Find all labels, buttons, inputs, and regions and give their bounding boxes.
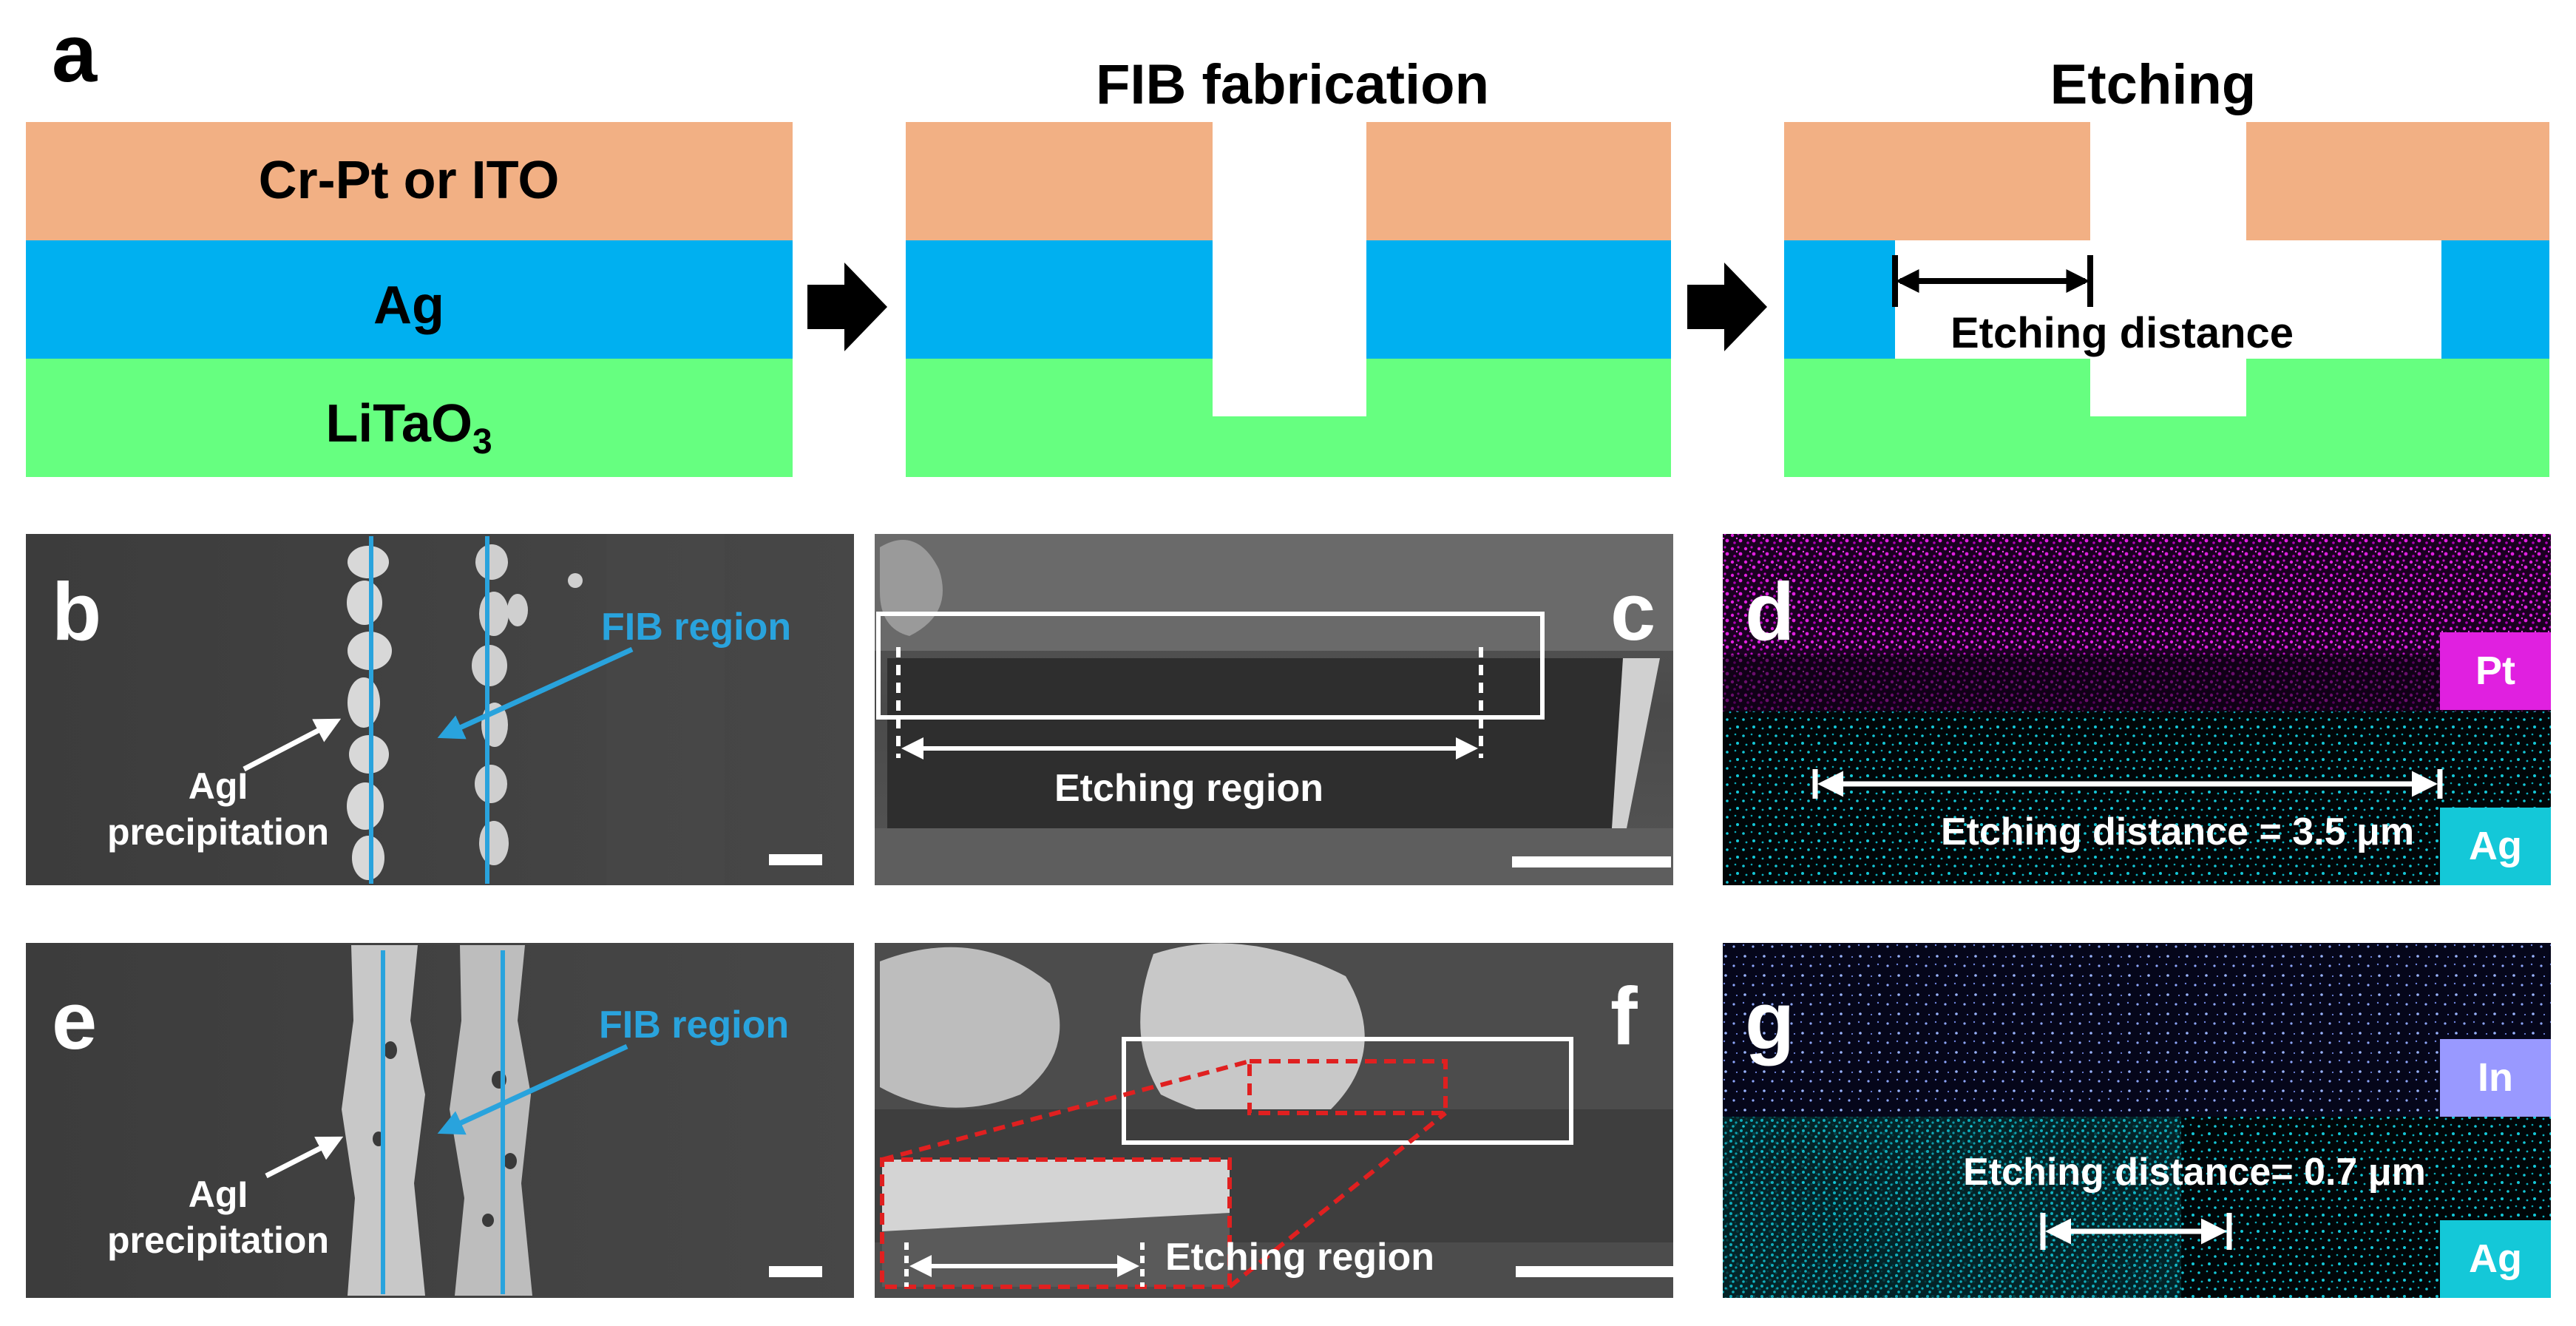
agi-pointer-arrow — [265, 1136, 344, 1179]
sem-image-b — [26, 534, 854, 885]
agi-precipitate-band-2 — [450, 945, 532, 1296]
sem-band-b — [606, 534, 725, 885]
panel-e-label: e — [52, 975, 97, 1066]
badge-in-label: In — [2478, 1055, 2513, 1100]
sem-mound-2 — [1140, 943, 1365, 1121]
silver-layer — [26, 240, 793, 359]
electrode-layer-right — [1366, 122, 1671, 240]
badge-pt-label: Pt — [2475, 649, 2515, 693]
sem-trench-wall-c — [1612, 658, 1660, 828]
badge-in — [2440, 1039, 2551, 1117]
eds-map-ag — [1723, 711, 2551, 885]
panel-e-precip-line2: precipitation — [107, 1220, 329, 1261]
etch-distance-label: Etching distance — [1950, 309, 2294, 357]
panel-g-label: g — [1745, 975, 1794, 1066]
panel-g: g In Ag Etching distance= 0.7 μm — [1723, 943, 2551, 1298]
fib-pointer-arrow — [437, 646, 634, 740]
silver-layer-right — [2441, 240, 2549, 359]
substrate-layer-label: LiTaO3 — [325, 394, 492, 461]
panel-f-region-label: Etching region — [1165, 1236, 1434, 1279]
substrate-layer — [26, 359, 793, 477]
process-arrow-2 — [1687, 263, 1767, 351]
panel-b-precip-line1: AgI — [189, 765, 248, 807]
eds-map-pt-lower — [1723, 654, 2551, 711]
fib-pointer-arrow — [437, 1043, 628, 1135]
panel-d-label: d — [1745, 566, 1794, 657]
scale-bar-e — [769, 1266, 822, 1277]
panel-c: Etching region c — [875, 534, 1673, 885]
panel-f: Etching region f — [875, 943, 1675, 1298]
agi-pointer-arrow — [243, 718, 342, 772]
panel-b: b FIB region AgI precipitation — [26, 534, 854, 885]
zoom-connector-right — [1228, 1111, 1447, 1289]
layer-stack-initial: Cr-Pt or ITO Ag LiTaO3 — [26, 122, 793, 477]
panel-e-precip-line1: AgI — [189, 1174, 248, 1215]
silver-layer-left — [1784, 240, 1895, 359]
substrate-layer-trench — [906, 359, 1671, 477]
layer-stack-etched: Etching distance — [1784, 122, 2549, 477]
panel-c-label: c — [1610, 566, 1655, 657]
panel-e: e FIB region AgI precipitation — [26, 943, 854, 1298]
panel-e-fib-label: FIB region — [599, 1004, 789, 1046]
panel-a: a FIB fabrication Etching Cr-Pt or ITO A… — [26, 8, 2549, 477]
panel-d: d Pt Ag Etching distance = 3.5 μm — [1723, 534, 2551, 885]
electrode-layer — [26, 122, 793, 240]
panel-b-precip-line2: precipitation — [107, 811, 329, 853]
silver-layer-left — [906, 240, 1213, 359]
substrate-formula-main: LiTaO — [325, 394, 472, 453]
badge-ag — [2440, 1220, 2551, 1298]
eds-map-ag-dense — [1723, 1117, 2181, 1298]
panel-f-label: f — [1610, 971, 1638, 1062]
electrode-layer-right — [2246, 122, 2549, 240]
panel-b-fib-label: FIB region — [601, 606, 791, 649]
scale-bar-c — [1512, 856, 1671, 867]
eds-map-in — [1723, 943, 2551, 1117]
panel-g-distance-label: Etching distance= 0.7 μm — [1963, 1151, 2426, 1194]
panel-a-label: a — [52, 8, 98, 99]
process-arrow-1 — [807, 263, 887, 351]
badge-ag-label: Ag — [2469, 1237, 2522, 1281]
zoom-source-box — [1247, 1059, 1448, 1115]
panel-b-label: b — [52, 566, 101, 657]
panel-a-title-fabrication: FIB fabrication — [1096, 53, 1489, 116]
scale-bar-b — [769, 854, 822, 865]
badge-ag-label: Ag — [2469, 824, 2522, 868]
substrate-layer-trench — [1784, 359, 2549, 477]
layer-stack-fib — [906, 122, 1671, 477]
etch-region-box — [1122, 1037, 1573, 1145]
electrode-layer-label: Cr-Pt or ITO — [259, 151, 560, 210]
sem-mound-1 — [880, 947, 1060, 1108]
zoom-inset-border — [880, 1157, 1232, 1289]
panel-d-distance-label: Etching distance = 3.5 μm — [1941, 811, 2414, 853]
electrode-layer-left — [906, 122, 1213, 240]
etch-region-box — [876, 612, 1545, 720]
badge-ag — [2440, 808, 2551, 885]
silver-layer-right — [1366, 240, 1671, 359]
panel-a-title-etching: Etching — [2050, 53, 2257, 116]
zoom-inset-surface — [882, 1160, 1230, 1231]
scale-bar-f — [1516, 1266, 1675, 1277]
electrode-layer-left — [1784, 122, 2090, 240]
zoom-connector-left — [881, 1059, 1250, 1162]
silver-layer-label: Ag — [373, 276, 444, 335]
badge-pt — [2440, 632, 2551, 710]
panel-c-region-label: Etching region — [1054, 767, 1323, 810]
substrate-formula-subscript: 3 — [472, 422, 492, 461]
sem-top-surface-c — [875, 534, 1673, 651]
